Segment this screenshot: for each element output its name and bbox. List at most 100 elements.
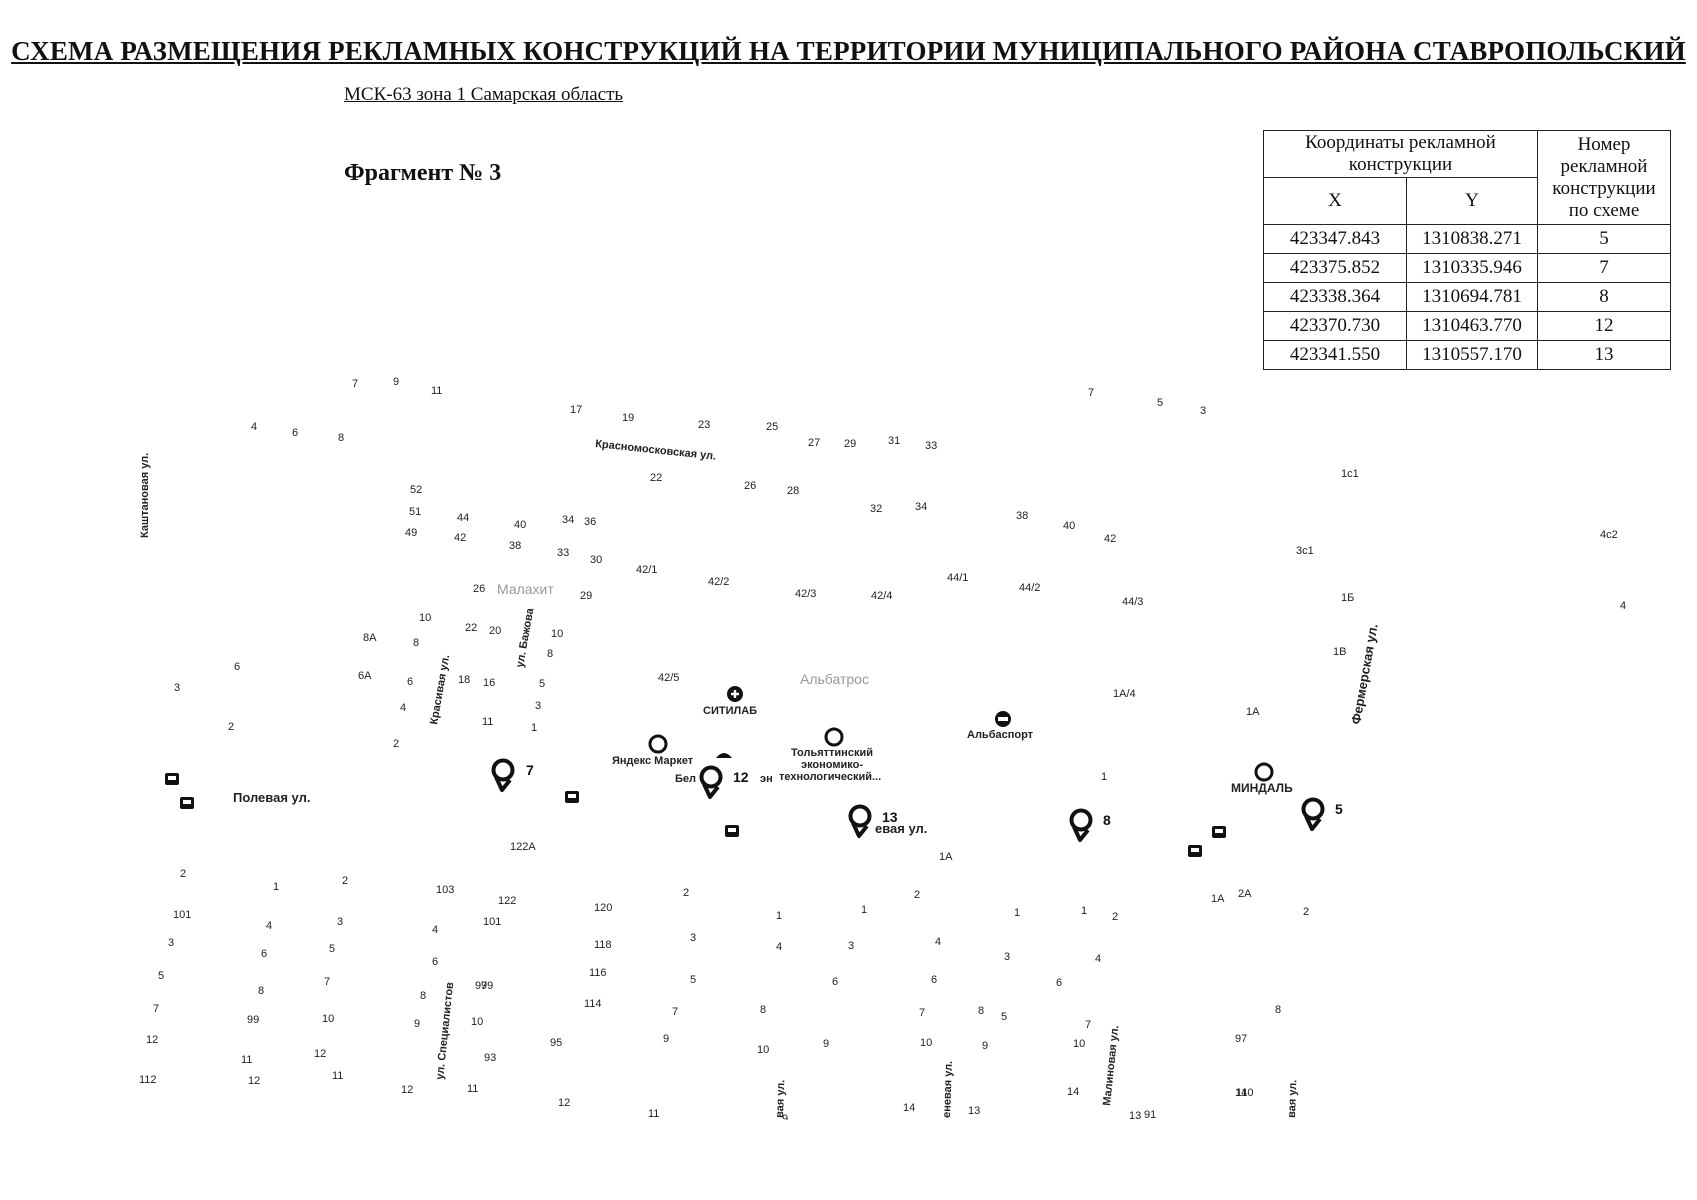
house-number: 30 <box>590 554 602 566</box>
pin-number: 13 <box>882 809 898 825</box>
house-number: 11 <box>431 385 442 397</box>
house-number: 3 <box>168 937 174 949</box>
house-number: 7 <box>1085 1019 1091 1031</box>
x-cell: 423341.550 <box>1263 340 1407 370</box>
house-number: 6 <box>931 974 937 986</box>
house-number: 34 <box>915 501 927 513</box>
number-cell: 5 <box>1537 224 1671 254</box>
pin-13[interactable]: 13 <box>848 804 898 838</box>
y-cell: 1310557.170 <box>1406 340 1538 370</box>
table-row: 423370.730 1310463.770 12 <box>1263 311 1671 341</box>
house-number: 42/4 <box>871 590 892 602</box>
house-number: 2 <box>342 875 348 887</box>
house-number: 11 <box>648 1108 659 1120</box>
house-number: 1 <box>273 881 279 893</box>
house-number: 3 <box>337 916 343 928</box>
house-number: 49 <box>405 527 417 539</box>
house-number: 42 <box>1104 533 1116 545</box>
house-number: 5 <box>1001 1011 1007 1023</box>
table-row: 423341.550 1310557.170 13 <box>1263 340 1671 370</box>
house-number: 2 <box>683 887 689 899</box>
house-number: 3 <box>174 682 180 694</box>
house-number: 5 <box>1157 397 1163 409</box>
number-header: Номер рекламной конструкции по схеме <box>1537 130 1671 225</box>
coordinates-table: Координаты рекламной конструкции Номер р… <box>1263 130 1671 370</box>
house-number: 26 <box>473 583 485 595</box>
street-label: еневая ул. <box>941 1061 955 1118</box>
albasport-poi[interactable]: Альбаспорт <box>967 711 1034 741</box>
pin-12[interactable]: 12 <box>699 765 749 799</box>
house-number: 22 <box>650 472 662 484</box>
house-number: 42/3 <box>795 588 816 600</box>
house-number: 5 <box>158 970 164 982</box>
house-number: 2 <box>393 738 399 750</box>
map-pin-icon <box>491 758 515 792</box>
house-number: 8А <box>363 632 377 644</box>
poi-label: Бел <box>675 773 696 785</box>
house-number: 25 <box>766 421 778 433</box>
house-number: 44/2 <box>1019 582 1040 594</box>
pin-5[interactable]: 5 <box>1301 797 1344 831</box>
house-number: 13 <box>968 1105 980 1117</box>
street-label: ул. Бажова <box>514 606 536 668</box>
house-number: 1А <box>1246 706 1260 718</box>
house-number: 2 <box>180 868 186 880</box>
yandex-market-poi[interactable]: Яндекс Маркет <box>612 734 694 767</box>
house-number: 34 <box>562 514 574 526</box>
house-number: 2 <box>1303 906 1309 918</box>
house-number: 6 <box>407 676 413 688</box>
house-number: 114 <box>584 998 602 1010</box>
house-number: 10 <box>757 1044 769 1056</box>
house-number: 9 <box>663 1033 669 1045</box>
house-number: 1с1 <box>1341 468 1359 480</box>
house-number: 97 <box>1235 1033 1247 1045</box>
house-number: 31 <box>888 435 900 447</box>
house-number: 3 <box>1200 405 1206 417</box>
house-number: 10 <box>1073 1038 1085 1050</box>
house-number: 9 <box>414 1018 420 1030</box>
house-number: 101 <box>173 909 191 921</box>
house-number: 4 <box>400 702 406 714</box>
street-label: Красномосковская ул. <box>595 438 717 463</box>
house-number: 28 <box>787 485 799 497</box>
street-label: вая ул. <box>774 1079 787 1118</box>
bus-stop-icon <box>1212 826 1226 838</box>
map-area[interactable]: Красномосковская ул. Каштановая ул. Поле… <box>0 360 1697 1120</box>
x-cell: 423370.730 <box>1263 311 1407 341</box>
sitilab-poi[interactable]: СИТИЛАБ <box>703 686 757 717</box>
pin-number: 12 <box>733 769 749 785</box>
house-number: 4 <box>266 920 272 932</box>
college-poi[interactable]: Тольяттинский экономико- технологический… <box>779 727 881 783</box>
poi-label: СИТИЛАБ <box>703 705 757 717</box>
house-number: 6 <box>234 661 240 673</box>
house-number: 7 <box>324 976 330 988</box>
house-number: 29 <box>844 438 856 450</box>
house-number: 1 <box>1081 905 1087 917</box>
house-number: 2 <box>1112 911 1118 923</box>
house-number: 17 <box>570 404 582 416</box>
house-number: 8 <box>413 637 419 649</box>
house-number: 2А <box>1238 888 1252 900</box>
pin-8[interactable]: 8 <box>1069 808 1112 842</box>
house-number: 12 <box>248 1075 260 1087</box>
mindal-poi[interactable]: МИНДАЛЬ <box>1231 762 1293 795</box>
house-number: 8 <box>338 432 344 444</box>
x-cell: 423347.843 <box>1263 224 1407 254</box>
poi-label: экономико- <box>801 759 863 771</box>
poi-label: технологический... <box>779 771 881 783</box>
area-label: Малахит <box>497 581 554 597</box>
house-number: 16 <box>483 677 495 689</box>
house-number: 7 <box>919 1007 925 1019</box>
coords-header: Координаты рекламной конструкции <box>1263 130 1538 178</box>
number-cell: 12 <box>1537 311 1671 341</box>
house-number: 7 <box>672 1006 678 1018</box>
house-number: 44/3 <box>1122 596 1143 608</box>
pin-7[interactable]: 7 <box>491 758 535 792</box>
house-number: 5 <box>690 974 696 986</box>
house-number: 103 <box>436 884 454 896</box>
house-number: 97 <box>475 980 487 992</box>
house-number: 9 <box>393 376 399 388</box>
number-cell: 7 <box>1537 253 1671 283</box>
house-number: 112 <box>139 1074 157 1086</box>
house-number: 7 <box>352 378 358 390</box>
